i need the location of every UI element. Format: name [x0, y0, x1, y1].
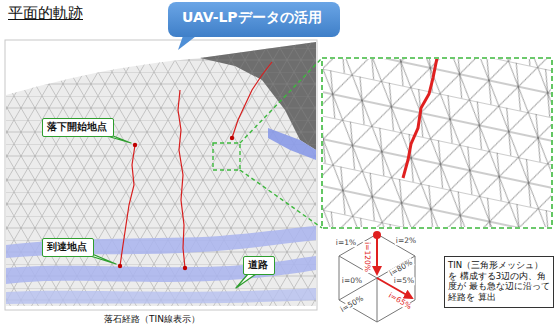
figure-caption: 落石経路（TIN線表示）	[104, 313, 200, 326]
node-text: UAV-LPデータの活用	[182, 9, 322, 27]
slope-label: i=80%	[387, 258, 414, 278]
node-text: 落下開始地点	[47, 121, 107, 133]
zoom-indicator	[213, 58, 322, 228]
callout-bubble: UAV-LPデータの活用	[168, 2, 340, 37]
point-label: 到達地点	[42, 238, 94, 257]
slope-label: i=50%	[338, 294, 365, 314]
slope-label: i=0%	[341, 277, 363, 285]
start-dot	[373, 231, 381, 239]
zoom-mesh	[323, 59, 551, 227]
node-text: TIN（三角形メッシュ）を 構成する3辺の内、角度が 最も急な辺に沿って経路を …	[448, 260, 550, 303]
rockfall-paths	[120, 62, 272, 268]
slope-label: i=120%	[363, 241, 371, 273]
point-label: 落下開始地点	[42, 118, 114, 137]
node-text: 道路	[248, 259, 268, 271]
road-label: 道路	[243, 256, 275, 275]
callout-pointers	[84, 134, 256, 288]
point-markers	[118, 136, 234, 270]
slope-label: i=2%	[395, 237, 417, 245]
page-title: 平面的軌跡	[8, 4, 83, 23]
note-box: TIN（三角形メッシュ）を 構成する3辺の内、角度が 最も急な辺に沿って経路を …	[444, 256, 554, 308]
slope-label: i=5%	[393, 277, 415, 285]
zoom-frame	[322, 58, 552, 228]
terrain-model	[5, 40, 317, 310]
slope-label: i=1%	[335, 239, 357, 247]
slope-hexagon	[339, 234, 415, 322]
node-text: 到達地点	[47, 241, 87, 253]
slope-label: i=65%	[386, 291, 413, 311]
